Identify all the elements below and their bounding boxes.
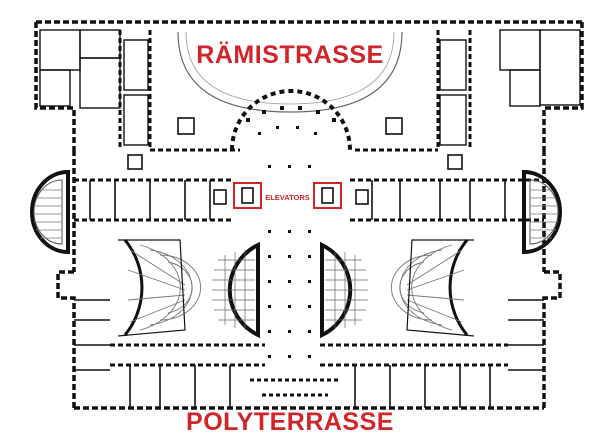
south-entrance [250, 378, 340, 397]
left-rotunda [30, 169, 70, 255]
auditorium-right [320, 241, 368, 339]
stair-cores [127, 117, 463, 205]
south-street-label: POLYTERRASSE [186, 408, 394, 436]
lecture-hall-right [391, 239, 475, 337]
elevator-marker-right [313, 182, 342, 209]
central-dome [230, 89, 352, 151]
dome-pillars [246, 106, 336, 135]
room-partitions [74, 180, 544, 408]
corridors [74, 178, 544, 367]
central-hall-columns [268, 165, 311, 358]
north-courtyard-walls [118, 30, 472, 152]
elevator-marker-left [233, 182, 262, 209]
north-wing-rooms [39, 29, 581, 146]
north-court-arc [177, 31, 403, 113]
building-perimeter [34, 20, 584, 410]
north-street-label: RÄMISTRASSE [196, 41, 383, 69]
auditorium-left [212, 241, 260, 339]
elevators-label: ELEVATORS [265, 193, 310, 202]
right-rotunda [522, 169, 562, 255]
lecture-hall-left [117, 239, 201, 337]
